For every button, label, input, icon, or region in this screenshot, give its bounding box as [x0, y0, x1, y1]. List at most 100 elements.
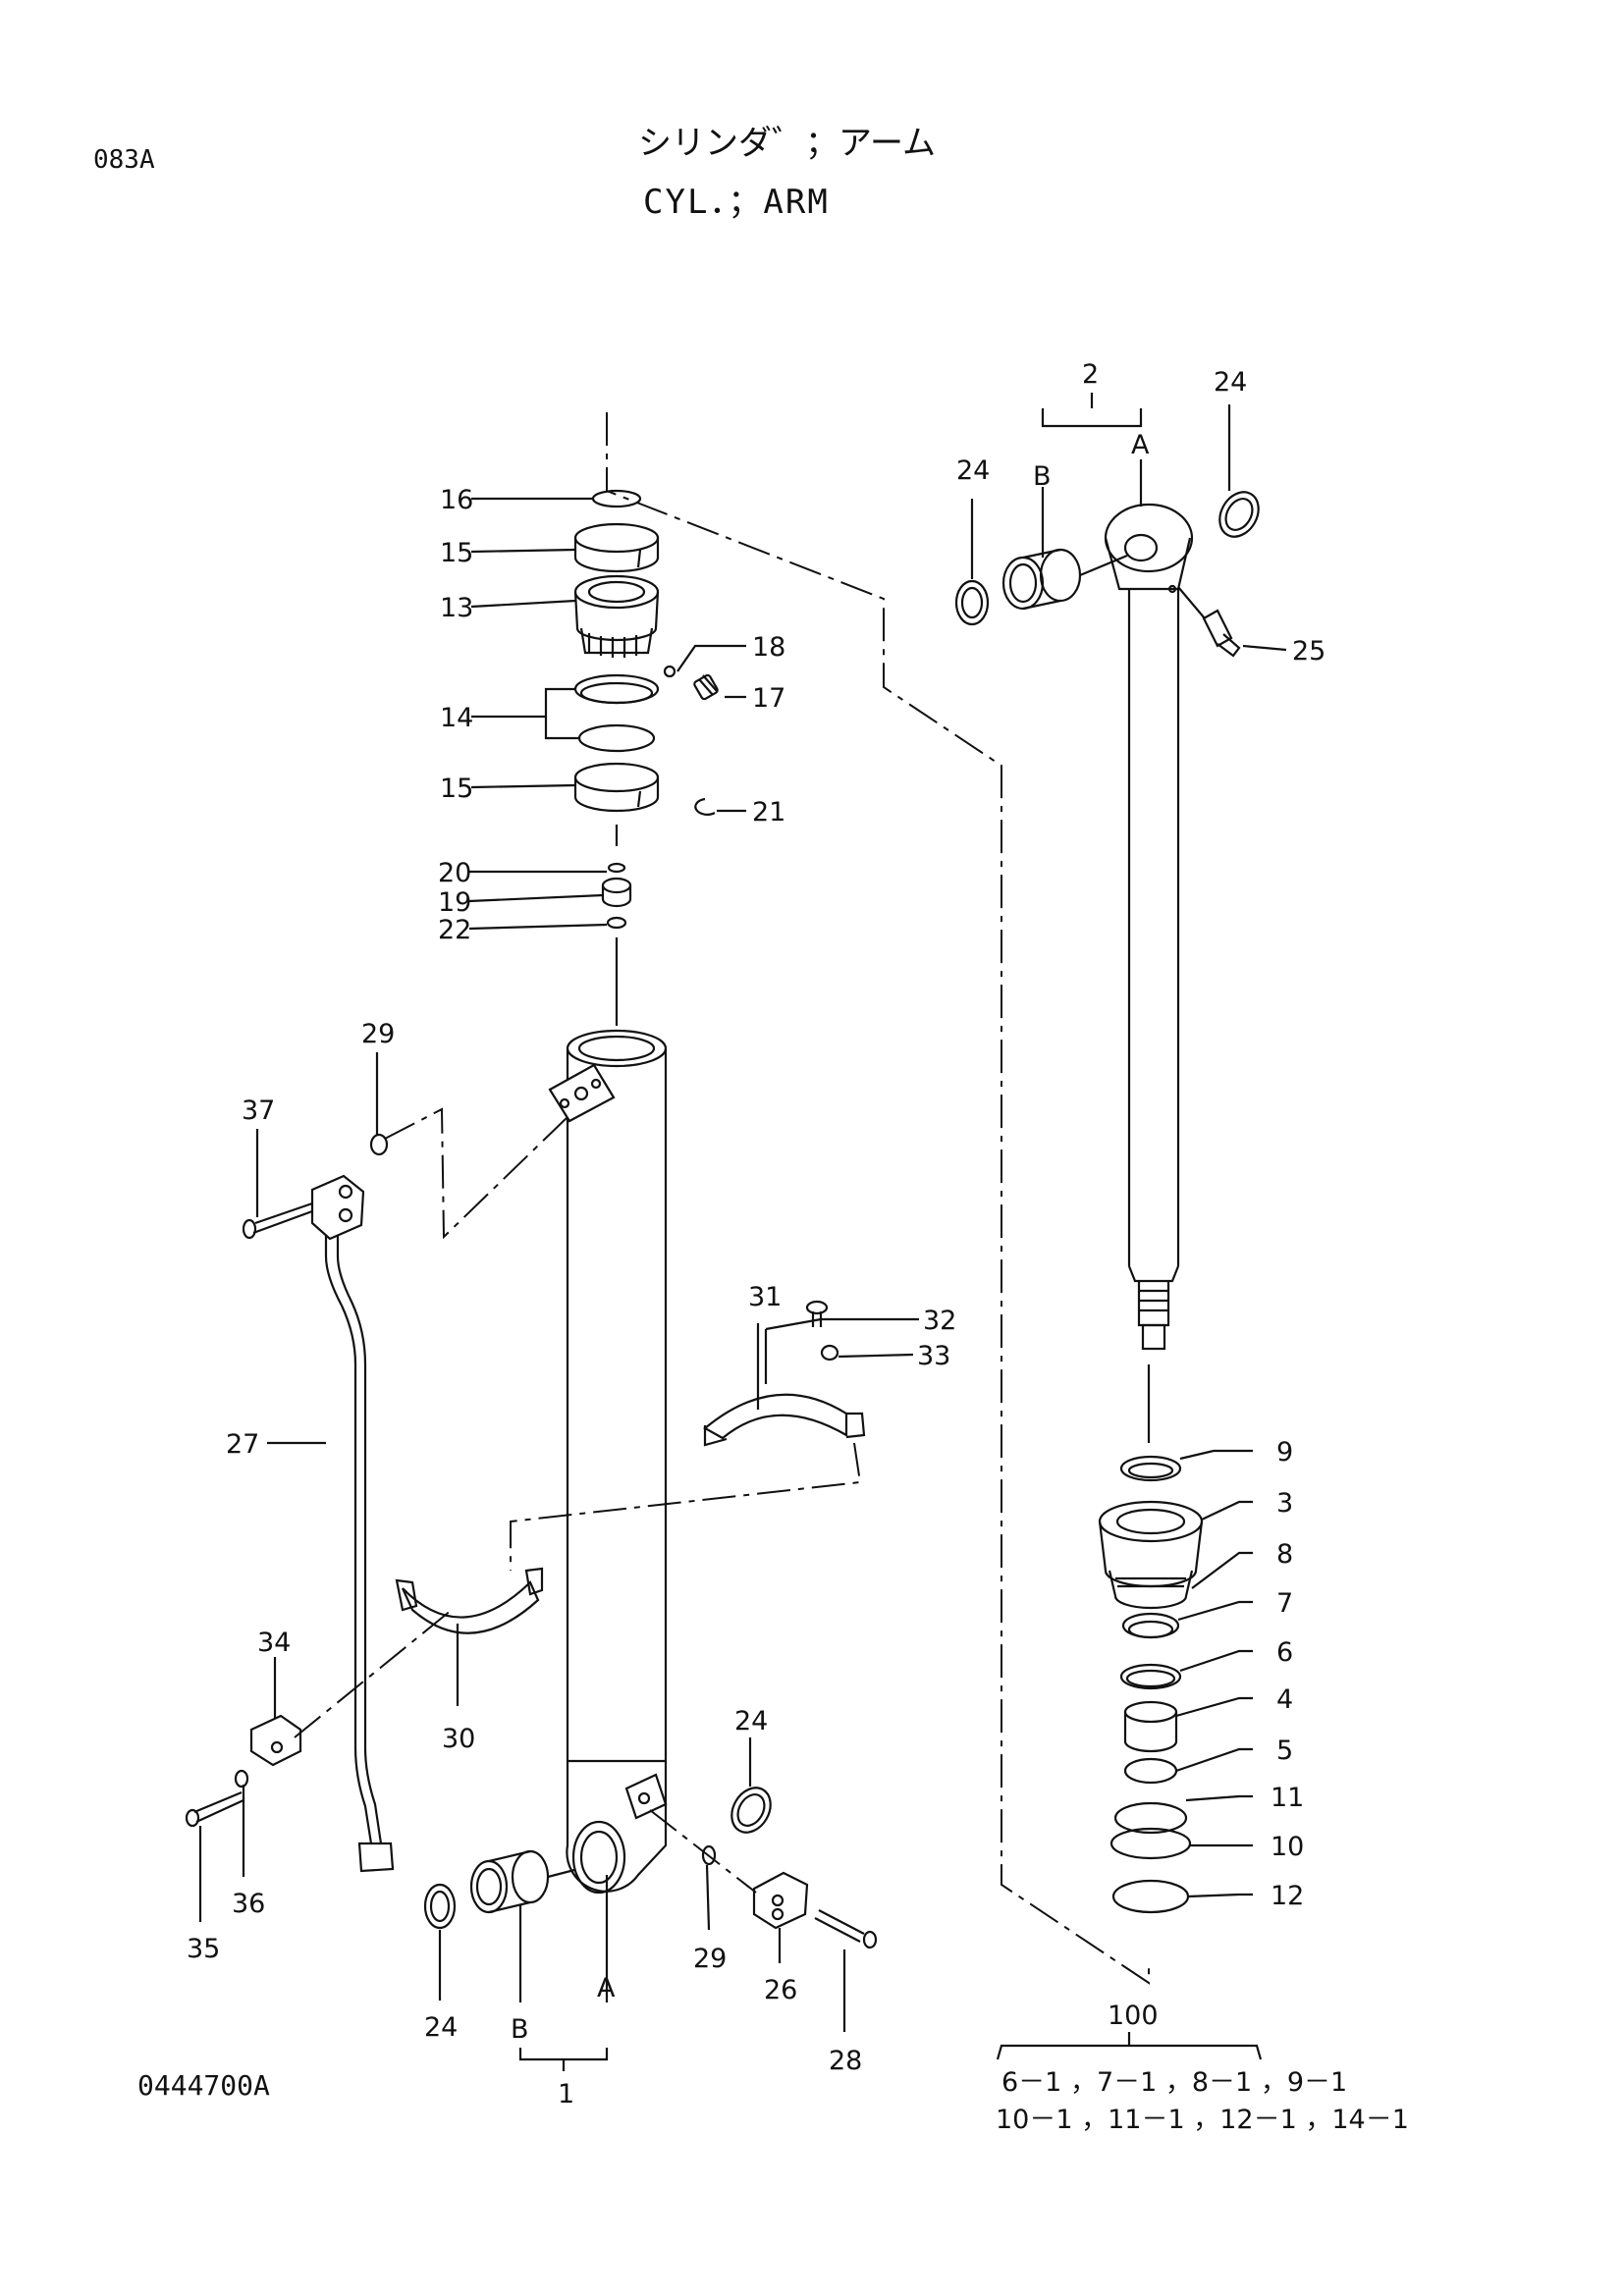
part-29-ring-upper	[369, 1133, 389, 1156]
callout-36: 36	[232, 1889, 265, 1919]
drawing-number: 0444700A	[137, 2069, 270, 2102]
part-18-ball	[663, 665, 676, 678]
callout-rod-A: A	[1131, 430, 1150, 460]
part-13-rod-cover	[573, 574, 660, 658]
callout-21: 21	[752, 797, 785, 828]
part-34-block	[249, 1714, 302, 1767]
part-3-piston	[1098, 1500, 1204, 1610]
callout-7: 7	[1276, 1588, 1293, 1619]
part-24-seal-upper-right	[1218, 491, 1260, 538]
lower-port-route-line	[649, 1809, 757, 1894]
callout-tube-A: A	[597, 1973, 616, 2003]
callout-8: 8	[1276, 1539, 1293, 1570]
part-37-bolt	[242, 1201, 313, 1240]
part-19-nut	[601, 877, 632, 908]
callout-3: 3	[1276, 1488, 1293, 1519]
part-15-wear-ring-lower	[573, 762, 660, 813]
part-25-grease-fitting	[1177, 586, 1241, 658]
part-36-washer	[234, 1769, 249, 1789]
callout-16: 16	[440, 485, 473, 515]
callout-rod-B: B	[1033, 461, 1052, 492]
callout-15-lower: 15	[440, 774, 473, 804]
part-14-seal-ring	[573, 673, 660, 753]
callout-tube-B: B	[511, 2014, 529, 2045]
callout-24-upper-right: 24	[1214, 367, 1247, 398]
part-28-bolt	[814, 1909, 878, 1949]
callout-2: 2	[1082, 359, 1099, 390]
callout-26: 26	[764, 1975, 797, 2005]
block-route-line	[294, 1609, 453, 1738]
part-32-bolt	[805, 1300, 829, 1327]
callout-28: 28	[829, 2046, 862, 2076]
part-21-snap-ring	[694, 797, 716, 816]
callout-37: 37	[242, 1095, 275, 1126]
part-upper-block	[310, 1174, 365, 1241]
callout-6: 6	[1276, 1637, 1293, 1668]
part-24-seal-lower-left	[423, 1883, 457, 1930]
part-12-ring	[1111, 1879, 1190, 1914]
part-27-pipe	[324, 1209, 395, 1873]
callout-29-upper: 29	[361, 1019, 395, 1049]
callout-32: 32	[923, 1306, 956, 1336]
callout-20: 20	[438, 858, 471, 888]
part-4-nut	[1123, 1700, 1178, 1753]
part-1-cylinder-tube	[548, 1029, 668, 1895]
callout-13: 13	[440, 593, 473, 623]
part-31-clamp-upper	[703, 1393, 866, 1447]
part-16-ring	[591, 489, 642, 508]
part-1B-bushing	[469, 1849, 575, 1914]
kit-contents-line-1: 6－1 ，7－1 ，8－1 ，9－1	[1001, 2067, 1347, 2098]
part-2B-bushing	[1001, 548, 1128, 611]
callout-1: 1	[558, 2079, 574, 2109]
callout-34: 34	[257, 1628, 291, 1658]
kit-contents-line-2: 10－1 ，11－1 ，12－1 ，14－1	[996, 2105, 1409, 2135]
part-35-bolt	[185, 1790, 244, 1828]
callout-15-upper: 15	[440, 538, 473, 568]
callout-100: 100	[1108, 2001, 1159, 2031]
callout-25: 25	[1292, 636, 1325, 667]
part-6-ring	[1119, 1663, 1182, 1690]
title-japanese: シリンダ゛；アーム	[638, 124, 936, 163]
callout-29-lower: 29	[693, 1944, 727, 1974]
callout-30: 30	[442, 1724, 475, 1754]
callout-14: 14	[440, 703, 473, 733]
callout-22: 22	[438, 915, 471, 945]
callout-10: 10	[1271, 1832, 1304, 1862]
callout-35: 35	[187, 1934, 220, 1964]
part-17-set-screw	[693, 673, 719, 701]
part-11-ring	[1113, 1801, 1188, 1835]
callout-24-lower-left: 24	[424, 2012, 458, 2043]
callout-11: 11	[1271, 1783, 1304, 1813]
callout-24-upper-left: 24	[956, 455, 990, 486]
callout-4: 4	[1276, 1684, 1293, 1715]
part-22-ring	[606, 916, 627, 930]
part-15-wear-ring-upper	[573, 522, 660, 573]
part-7-seal	[1121, 1612, 1180, 1639]
part-30-clamp-lower	[395, 1567, 544, 1634]
callout-33: 33	[917, 1341, 950, 1371]
part-10-ring	[1109, 1827, 1192, 1860]
part-26-block	[752, 1871, 809, 1930]
part-9-wear-ring	[1119, 1455, 1182, 1482]
callout-17: 17	[752, 683, 785, 714]
callout-5: 5	[1276, 1735, 1293, 1766]
callout-19: 19	[438, 887, 471, 918]
part-33-washer	[820, 1344, 839, 1362]
assembly-centerline	[606, 412, 1150, 1985]
part-29-ring-lower	[701, 1844, 717, 1866]
callout-9: 9	[1276, 1437, 1293, 1468]
part-5-ring	[1123, 1757, 1178, 1785]
page-code: 083A	[93, 145, 155, 175]
part-24-seal-lower-right	[730, 1787, 772, 1834]
title-english: CYL．；ARM	[643, 183, 830, 222]
part-2-piston-rod	[1104, 503, 1194, 1351]
callout-12: 12	[1271, 1881, 1304, 1911]
pipe-route-line	[384, 1107, 568, 1240]
callout-27: 27	[226, 1429, 259, 1460]
callout-18: 18	[752, 632, 785, 663]
clamp-route-line	[510, 1442, 862, 1571]
callout-31: 31	[748, 1282, 782, 1312]
part-24-seal-upper-left	[954, 579, 990, 626]
part-20-ring	[607, 862, 626, 874]
